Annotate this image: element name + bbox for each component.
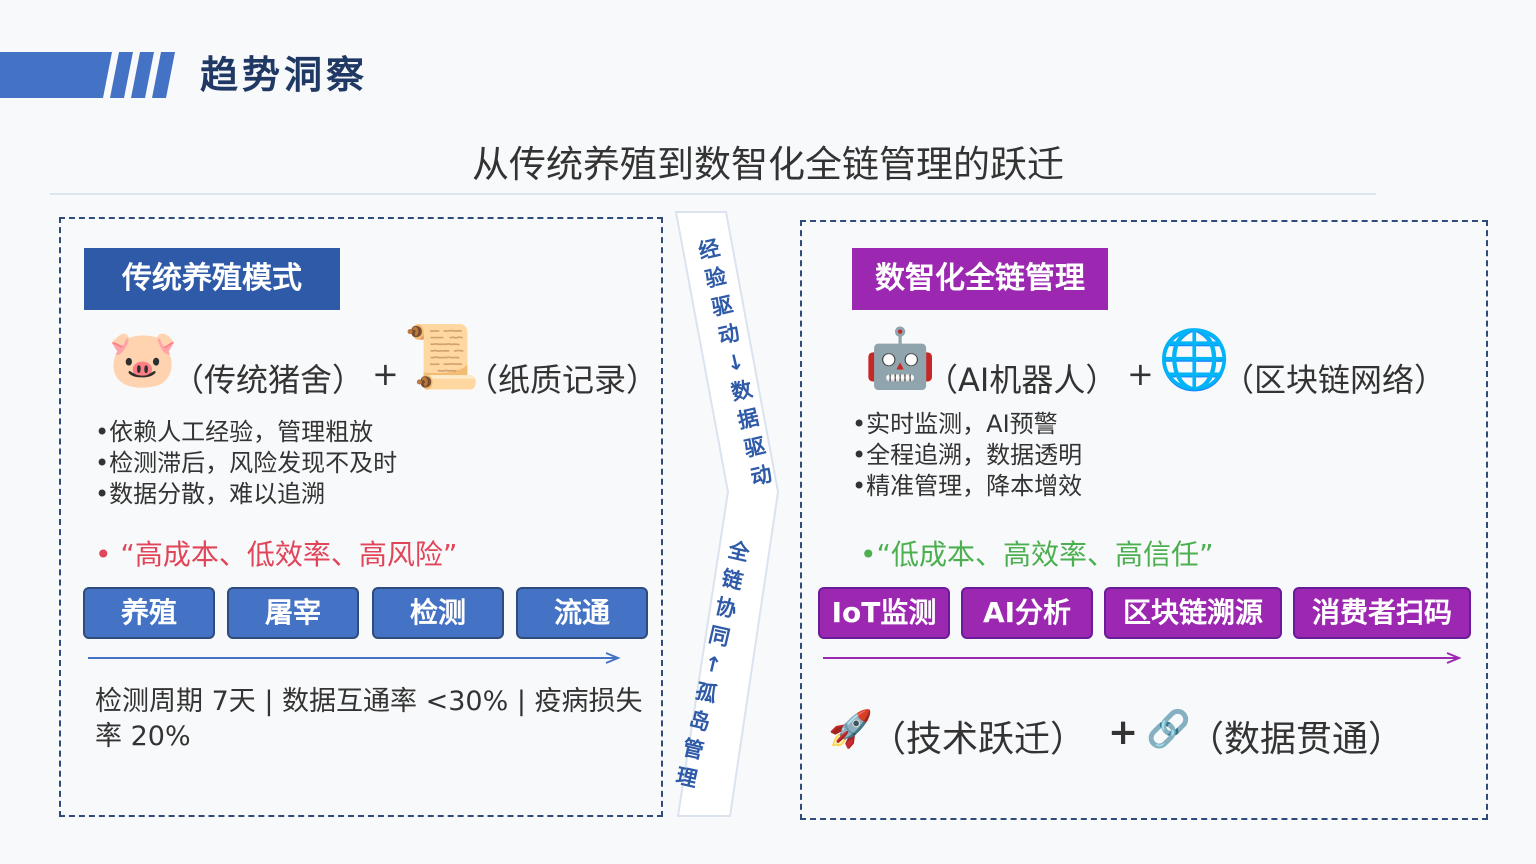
right-bullet-2: •全程追溯，数据透明 bbox=[852, 441, 1083, 469]
plus-sign: + bbox=[1108, 712, 1139, 753]
process-breeding-button[interactable]: 养殖 bbox=[83, 587, 215, 639]
page-title: 趋势洞察 bbox=[200, 53, 369, 97]
process-iot-button[interactable]: IoT监测 bbox=[818, 587, 950, 639]
rocket-icon: 🚀 bbox=[828, 709, 873, 750]
pig-label: （传统猪舍） bbox=[172, 361, 365, 399]
digital-panel bbox=[800, 220, 1488, 820]
left-bullet-3: •数据分散，难以追溯 bbox=[95, 480, 326, 508]
traditional-tag: 传统养殖模式 bbox=[84, 248, 340, 310]
left-flow-arrow bbox=[88, 652, 621, 664]
data-connect-label: （数据贯通） bbox=[1188, 719, 1405, 760]
header-decor-bar bbox=[0, 52, 175, 98]
process-inspection-button[interactable]: 检测 bbox=[372, 587, 504, 639]
left-stats: 检测周期 7天 | 数据互通率 <30% | 疫病损失率 20% bbox=[95, 686, 643, 752]
process-blockchain-button[interactable]: 区块链溯源 bbox=[1104, 587, 1282, 639]
digital-tag: 数智化全链管理 bbox=[852, 248, 1108, 310]
scroll-icon: 📜 bbox=[403, 320, 481, 393]
process-consumer-scan-button[interactable]: 消费者扫码 bbox=[1293, 587, 1471, 639]
left-bullet-1: •依赖人工经验，管理粗放 bbox=[95, 418, 374, 446]
scroll-label: （纸质记录） bbox=[466, 361, 659, 399]
globe-icon: 🌐 bbox=[1158, 325, 1231, 393]
plus-sign: + bbox=[372, 355, 399, 393]
plus-sign: + bbox=[1127, 355, 1154, 393]
right-slogan: •“低成本、高效率、高信任” bbox=[860, 538, 1214, 571]
right-bullet-1: •实时监测，AI预警 bbox=[852, 410, 1058, 438]
right-flow-arrow bbox=[823, 652, 1462, 664]
left-bullet-2: •检测滞后，风险发现不及时 bbox=[95, 449, 398, 477]
tech-leap-label: （技术跃迁） bbox=[870, 719, 1087, 760]
process-ai-button[interactable]: AI分析 bbox=[961, 587, 1093, 639]
left-slogan: • “高成本、低效率、高风险” bbox=[95, 538, 458, 571]
right-bullet-3: •精准管理，降本增效 bbox=[852, 472, 1083, 500]
link-icon: 🔗 bbox=[1146, 709, 1191, 750]
robot-label: （AI机器人） bbox=[926, 361, 1118, 399]
subtitle-divider bbox=[50, 193, 1376, 195]
transition-chevron bbox=[674, 211, 780, 817]
process-slaughter-button[interactable]: 屠宰 bbox=[227, 587, 359, 639]
process-distribution-button[interactable]: 流通 bbox=[516, 587, 648, 639]
page-subtitle: 从传统养殖到数智化全链管理的跃迁 bbox=[472, 143, 1064, 186]
traditional-panel bbox=[59, 217, 663, 817]
pig-icon: 🐷 bbox=[108, 327, 178, 392]
robot-icon: 🤖 bbox=[864, 324, 937, 392]
globe-label: （区块链网络） bbox=[1222, 361, 1447, 399]
